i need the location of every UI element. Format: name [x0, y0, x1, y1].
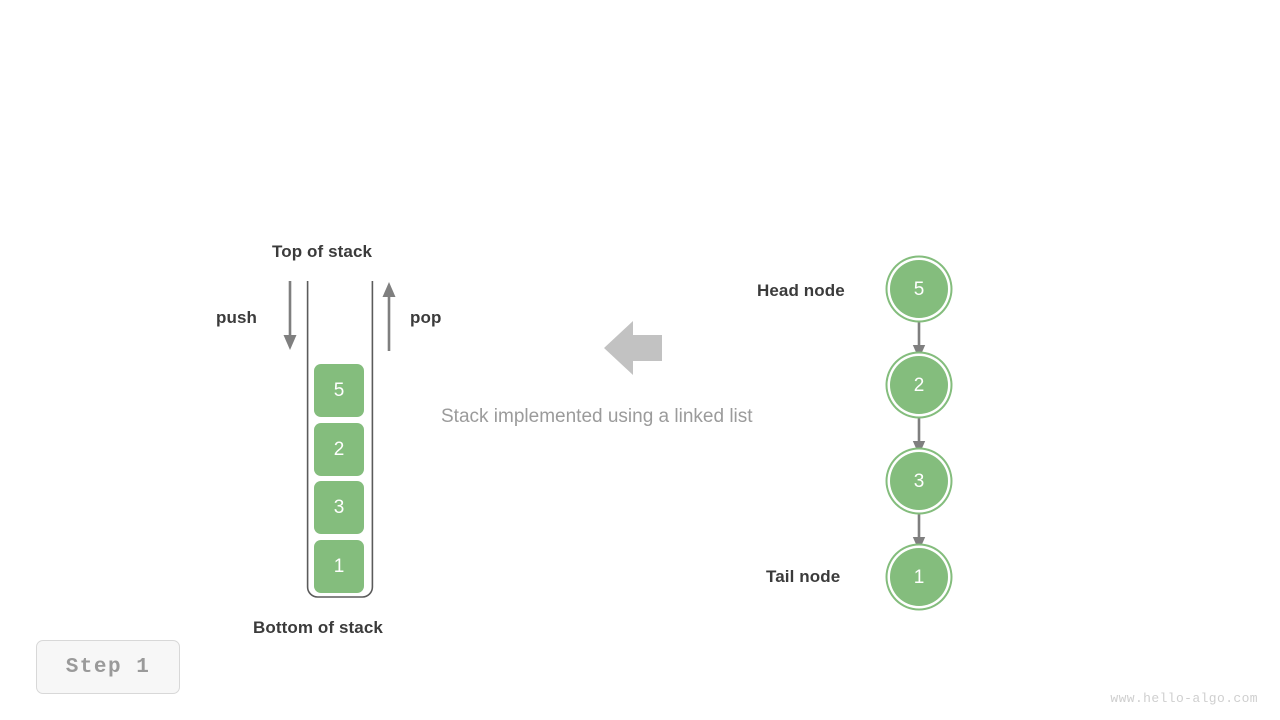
stack-element: 1 — [314, 540, 364, 593]
pop-arrow-icon — [377, 278, 401, 359]
figure-caption: Stack implemented using a linked list — [441, 406, 753, 427]
pop-label: pop — [410, 308, 442, 327]
push-arrow-icon — [278, 278, 302, 359]
linked-list-node: 3 — [890, 452, 948, 510]
push-label: push — [216, 308, 258, 327]
node-link-arrow-icon — [908, 513, 930, 558]
node-link-arrow-icon — [908, 321, 930, 366]
bottom-of-stack-label: Bottom of stack — [253, 618, 383, 637]
head-node-label: Head node — [757, 281, 845, 300]
stack-element: 5 — [314, 364, 364, 417]
step-badge: Step 1 — [36, 640, 180, 694]
tail-node-label: Tail node — [766, 567, 841, 586]
node-link-arrow-icon — [908, 417, 930, 462]
linked-list-node: 1 — [890, 548, 948, 606]
top-of-stack-label: Top of stack — [272, 242, 373, 261]
watermark: www.hello-algo.com — [1110, 691, 1258, 706]
linked-list-node: 5 — [890, 260, 948, 318]
left-block-arrow-icon — [602, 317, 664, 384]
stack-container — [306, 281, 374, 601]
stack-element: 2 — [314, 423, 364, 476]
stack-element: 3 — [314, 481, 364, 534]
linked-list-node: 2 — [890, 356, 948, 414]
